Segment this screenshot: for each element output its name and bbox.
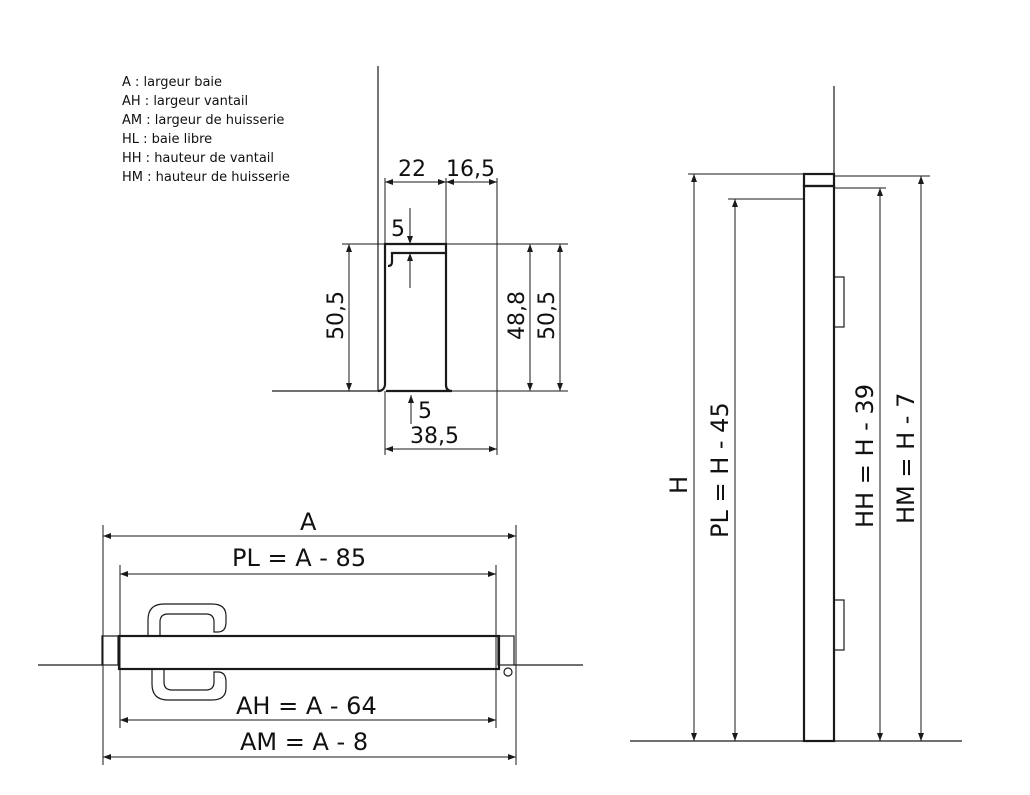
arrowhead <box>408 395 414 403</box>
frame-jamb-right <box>497 635 515 666</box>
profile-outline-lower <box>386 253 453 393</box>
arrowhead <box>918 733 924 741</box>
dim-label-a: A <box>300 508 317 536</box>
arrowhead <box>346 383 352 391</box>
arrowhead <box>103 533 111 539</box>
legend-item: AH : largeur vantail <box>122 94 248 109</box>
arrowhead <box>489 446 497 452</box>
arrowhead <box>407 236 413 244</box>
frame-profile-section: 22 16,5 5 50,5 48,8 50,5 5 38,5 <box>272 66 568 455</box>
arrowhead <box>527 244 533 252</box>
arrowhead <box>120 717 128 723</box>
hinge-knob <box>503 667 513 677</box>
arrowhead <box>877 188 883 196</box>
dim-label-48-8: 48,8 <box>505 291 530 340</box>
door-leaf <box>117 634 501 671</box>
arrowhead <box>488 717 496 723</box>
arrowhead <box>527 383 533 391</box>
arrowhead <box>489 179 497 185</box>
arrowhead <box>508 754 516 760</box>
arrowhead <box>103 754 111 760</box>
legend-item: HL : baie libre <box>122 132 212 147</box>
dim-label-hm: HM = H - 7 <box>892 393 920 524</box>
frame-jamb-left <box>101 635 119 666</box>
profile-outline <box>377 242 448 393</box>
arrowhead <box>557 383 563 391</box>
arrowhead <box>446 179 454 185</box>
arrowhead <box>691 174 697 182</box>
dim-label-hh: HH = H - 39 <box>851 384 879 528</box>
plan-view: A PL = A - 85 AH = A - 64 AM = A - 8 <box>38 508 583 765</box>
arrowhead <box>918 176 924 184</box>
door-leaf-side <box>802 184 836 743</box>
arrowhead <box>120 571 128 577</box>
legend-item: HM : hauteur de huisserie <box>122 170 290 185</box>
hinge-bottom <box>833 599 845 651</box>
arrowhead <box>488 571 496 577</box>
arrowhead <box>732 733 738 741</box>
arrowhead <box>508 533 516 539</box>
arrowhead <box>346 244 352 252</box>
arrowhead <box>691 733 697 741</box>
dim-label-pl: PL = A - 85 <box>232 544 366 572</box>
arrowhead <box>438 179 446 185</box>
arrowhead <box>407 253 413 261</box>
dim-label-ah: AH = A - 64 <box>236 692 377 720</box>
legend-item: HH : hauteur de vantail <box>122 151 274 166</box>
dim-label-pl-h: PL = H - 45 <box>706 402 734 538</box>
elevation-view: H PL = H - 45 HH = H - 39 HM = H - 7 <box>630 86 962 743</box>
hinge-top <box>833 276 845 328</box>
arrowhead <box>385 179 393 185</box>
dim-label-50-5-right: 50,5 <box>535 291 560 340</box>
dim-label-16-5: 16,5 <box>446 157 495 182</box>
dim-label-am: AM = A - 8 <box>240 728 368 756</box>
arrowhead <box>732 199 738 207</box>
legend-item: A : largeur baie <box>122 75 222 90</box>
handle-bottom <box>151 669 227 701</box>
arrowhead <box>877 733 883 741</box>
dim-label-5-bottom: 5 <box>418 399 432 424</box>
dim-label-h: H <box>665 476 693 494</box>
dim-label-38-5: 38,5 <box>410 424 459 449</box>
handle-top <box>147 603 227 636</box>
legend-item: AM : largeur de huisserie <box>122 113 284 128</box>
dim-label-22: 22 <box>398 157 426 182</box>
frame-head <box>802 172 836 188</box>
legend: A : largeur baie AH : largeur vantail AM… <box>122 75 290 185</box>
arrowhead <box>557 244 563 252</box>
dim-label-5-top: 5 <box>391 217 405 242</box>
dim-label-50-5-left: 50,5 <box>324 291 349 340</box>
arrowhead <box>385 446 393 452</box>
